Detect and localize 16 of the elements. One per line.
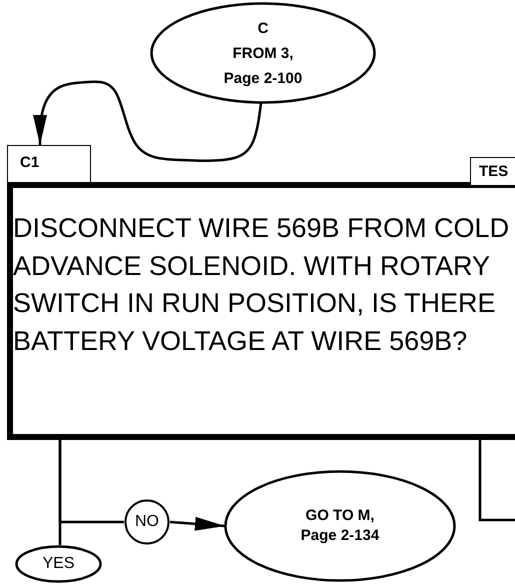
branch-label: NO xyxy=(134,512,160,531)
terminal-oval xyxy=(224,470,456,582)
connector-circle xyxy=(124,499,170,545)
arrow xyxy=(33,80,262,162)
terminal-text: GO TO M, Page 2-134 xyxy=(300,506,380,546)
step-tab: TES xyxy=(470,157,515,186)
terminal-text: FROM 3, Page 2-100 xyxy=(222,44,304,89)
connector-line xyxy=(478,440,515,522)
connector-line xyxy=(58,440,62,545)
terminal-oval xyxy=(150,2,376,104)
terminal-oval xyxy=(15,545,102,583)
question-text: DISCONNECT WIRE 569B FROM COLD ADVANCE SOLENOID. WITH ROTARY SWITCH IN RUN POSITION, IS THERE BATTERY VOLTAGE AT WIRE 569B? xyxy=(13,212,510,358)
arrow xyxy=(170,516,226,531)
step-tab: C1 xyxy=(7,145,91,183)
terminal-text: C xyxy=(256,19,270,39)
terminal-text: YES xyxy=(41,554,76,573)
